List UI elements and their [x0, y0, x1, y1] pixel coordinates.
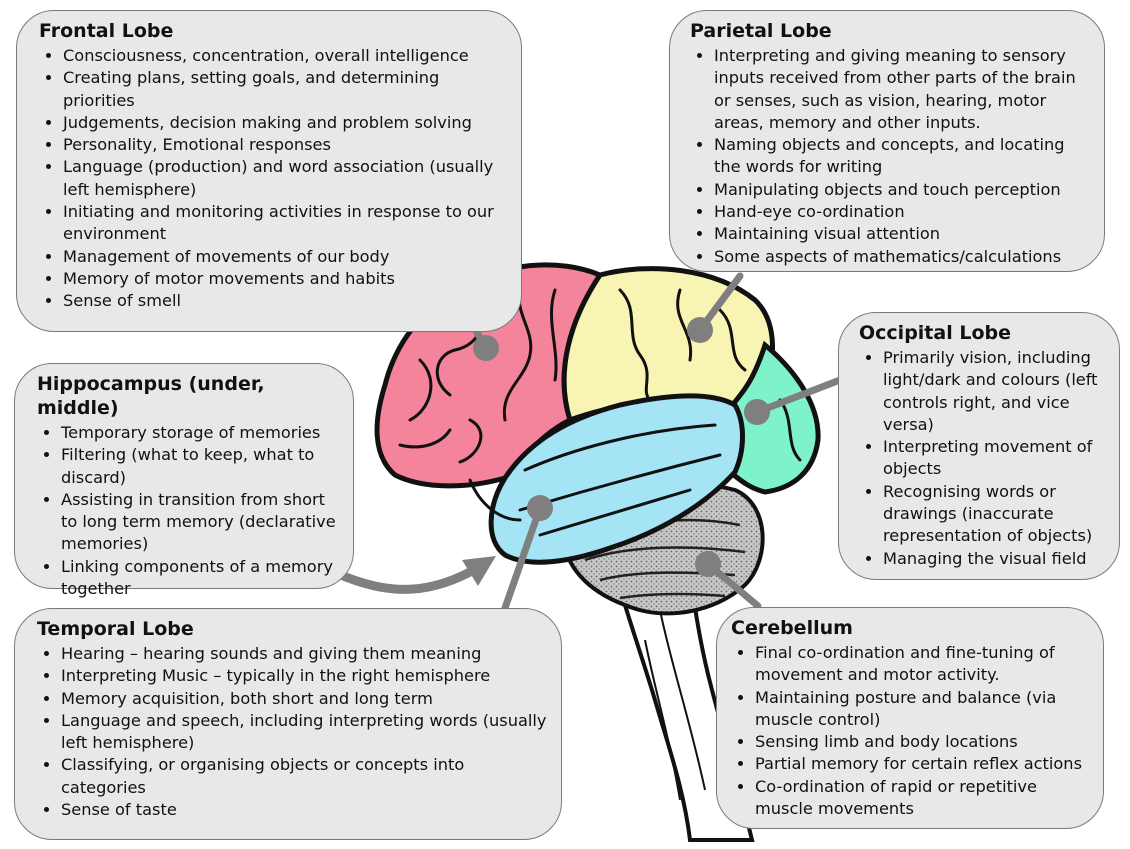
list-item: Memory acquisition, both short and long … [61, 688, 547, 710]
list-item: Managing the visual field [883, 548, 1105, 570]
list-item: Sense of smell [63, 290, 507, 312]
temporal-lobe-list: Hearing – hearing sounds and giving them… [37, 643, 547, 821]
list-item: Maintaining visual attention [714, 223, 1090, 245]
list-item: Hand-eye co-ordination [714, 201, 1090, 223]
cerebellum-title: Cerebellum [731, 617, 853, 639]
list-item: Co-ordination of rapid or repetitive mus… [755, 776, 1089, 821]
list-item: Temporary storage of memories [61, 422, 339, 444]
list-item: Sense of taste [61, 799, 547, 821]
temporal-lobe-title: Temporal Lobe [37, 618, 194, 640]
frontal-lobe-list: Consciousness, concentration, overall in… [39, 45, 507, 313]
occipital-lobe-list: Primarily vision, including light/dark a… [859, 347, 1105, 570]
temporal-pointer-dot [527, 495, 553, 521]
list-item: Personality, Emotional responses [63, 134, 507, 156]
list-item: Final co-ordination and fine-tuning of m… [755, 642, 1089, 687]
list-item: Filtering (what to keep, what to discard… [61, 444, 339, 489]
frontal-lobe-title: Frontal Lobe [39, 20, 174, 42]
list-item: Language and speech, including interpret… [61, 710, 547, 755]
hippocampus-arrowhead [462, 556, 496, 586]
frontal-pointer-dot [473, 335, 499, 361]
cerebellum-pointer-dot [695, 551, 721, 577]
list-item: Memory of motor movements and habits [63, 268, 507, 290]
list-item: Naming objects and concepts, and locatin… [714, 134, 1090, 179]
list-item: Primarily vision, including light/dark a… [883, 347, 1105, 436]
list-item: Interpreting movement of objects [883, 436, 1105, 481]
list-item: Interpreting Music – typically in the ri… [61, 665, 547, 687]
list-item: Recognising words or drawings (inaccurat… [883, 481, 1105, 548]
list-item: Interpreting and giving meaning to senso… [714, 45, 1090, 134]
hippocampus-arrow [331, 567, 475, 594]
list-item: Some aspects of mathematics/calculations [714, 246, 1090, 268]
list-item: Initiating and monitoring activities in … [63, 201, 507, 246]
cerebellum-list: Final co-ordination and fine-tuning of m… [731, 642, 1089, 820]
list-item: Language (production) and word associati… [63, 156, 507, 201]
occipital-lobe-box: Occipital Lobe Primarily vision, includi… [838, 312, 1120, 580]
list-item: Management of movements of our body [63, 246, 507, 268]
hippocampus-title: Hippocampus (under, middle) [37, 373, 265, 419]
occipital-lobe-title: Occipital Lobe [859, 322, 1011, 344]
occipital-connector [753, 376, 844, 416]
list-item: Hearing – hearing sounds and giving them… [61, 643, 547, 665]
list-item: Linking components of a memory together [61, 556, 339, 601]
occipital-pointer-dot [744, 399, 770, 425]
list-item: Creating plans, setting goals, and deter… [63, 67, 507, 112]
hippocampus-list: Temporary storage of memories Filtering … [37, 422, 339, 600]
parietal-lobe-title: Parietal Lobe [690, 20, 832, 42]
list-item: Partial memory for certain reflex action… [755, 753, 1089, 775]
temporal-lobe-region [488, 393, 745, 565]
list-item: Classifying, or organising objects or co… [61, 754, 547, 799]
parietal-lobe-list: Interpreting and giving meaning to senso… [690, 45, 1090, 268]
hippocampus-box: Hippocampus (under, middle) Temporary st… [14, 363, 354, 598]
parietal-pointer-dot [687, 317, 713, 343]
list-item: Manipulating objects and touch perceptio… [714, 179, 1090, 201]
frontal-lobe-box: Frontal Lobe Consciousness, concentratio… [16, 10, 522, 332]
list-item: Sensing limb and body locations [755, 731, 1089, 753]
list-item: Maintaining posture and balance (via mus… [755, 687, 1089, 732]
temporal-lobe-box: Temporal Lobe Hearing – hearing sounds a… [14, 608, 562, 840]
cerebellum-box: Cerebellum Final co-ordination and fine-… [716, 607, 1104, 829]
list-item: Assisting in transition from short to lo… [61, 489, 339, 556]
list-item: Consciousness, concentration, overall in… [63, 45, 507, 67]
list-item: Judgements, decision making and problem … [63, 112, 507, 134]
parietal-lobe-box: Parietal Lobe Interpreting and giving me… [669, 10, 1105, 272]
